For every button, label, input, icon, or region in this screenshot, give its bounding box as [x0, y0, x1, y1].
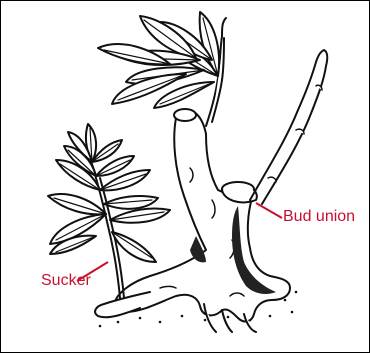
- cut-stem-top: [174, 109, 196, 121]
- upper-leaves: [98, 12, 219, 108]
- scion-stem: [250, 50, 327, 204]
- bud-union-leader-line: [256, 203, 282, 218]
- sucker-label: Sucker: [41, 273, 91, 289]
- bud-union-label: Bud union: [283, 209, 355, 225]
